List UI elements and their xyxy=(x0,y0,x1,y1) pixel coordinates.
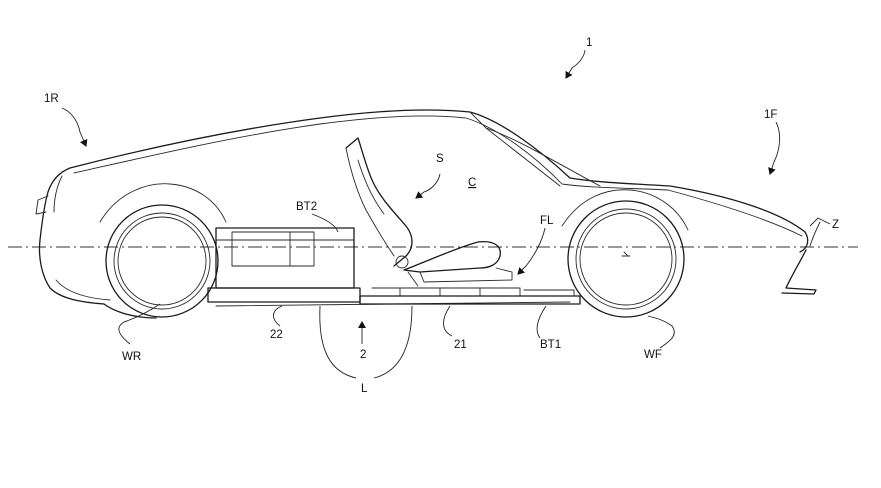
rear-end xyxy=(38,167,105,305)
leader-lines xyxy=(61,49,831,379)
car-body xyxy=(35,109,821,319)
rear-battery-pack xyxy=(215,227,355,289)
label-front: 1F xyxy=(764,109,777,121)
floor-structure xyxy=(207,287,581,305)
label-vehicle: 1 xyxy=(586,37,592,49)
label-front-battery: BT1 xyxy=(540,339,561,351)
seat-cushion xyxy=(403,240,501,273)
label-2: 2 xyxy=(360,349,366,361)
label-axis-z: Z xyxy=(832,219,839,231)
label-rear: 1R xyxy=(44,93,59,105)
label-l: L xyxy=(361,383,368,395)
rear-wheel xyxy=(99,183,227,318)
front-wheel xyxy=(561,189,689,318)
seat-back xyxy=(345,137,413,267)
roof-line xyxy=(69,109,806,233)
label-cabin: C xyxy=(468,177,476,189)
seat xyxy=(345,137,513,287)
label-rear-battery: BT2 xyxy=(296,201,317,213)
reference-labels: 1 1R 1F S C BT2 FL Z WR WF 22 2 21 BT1 L xyxy=(44,37,839,395)
label-22: 22 xyxy=(270,329,283,341)
front-splitter xyxy=(781,249,817,295)
label-rear-wheel: WR xyxy=(122,351,141,363)
label-floor: FL xyxy=(540,215,554,227)
label-21: 21 xyxy=(454,339,467,351)
label-front-wheel: WF xyxy=(644,349,662,361)
front-nose xyxy=(799,231,809,253)
label-seat: S xyxy=(436,153,444,165)
rocker-line xyxy=(103,303,157,319)
